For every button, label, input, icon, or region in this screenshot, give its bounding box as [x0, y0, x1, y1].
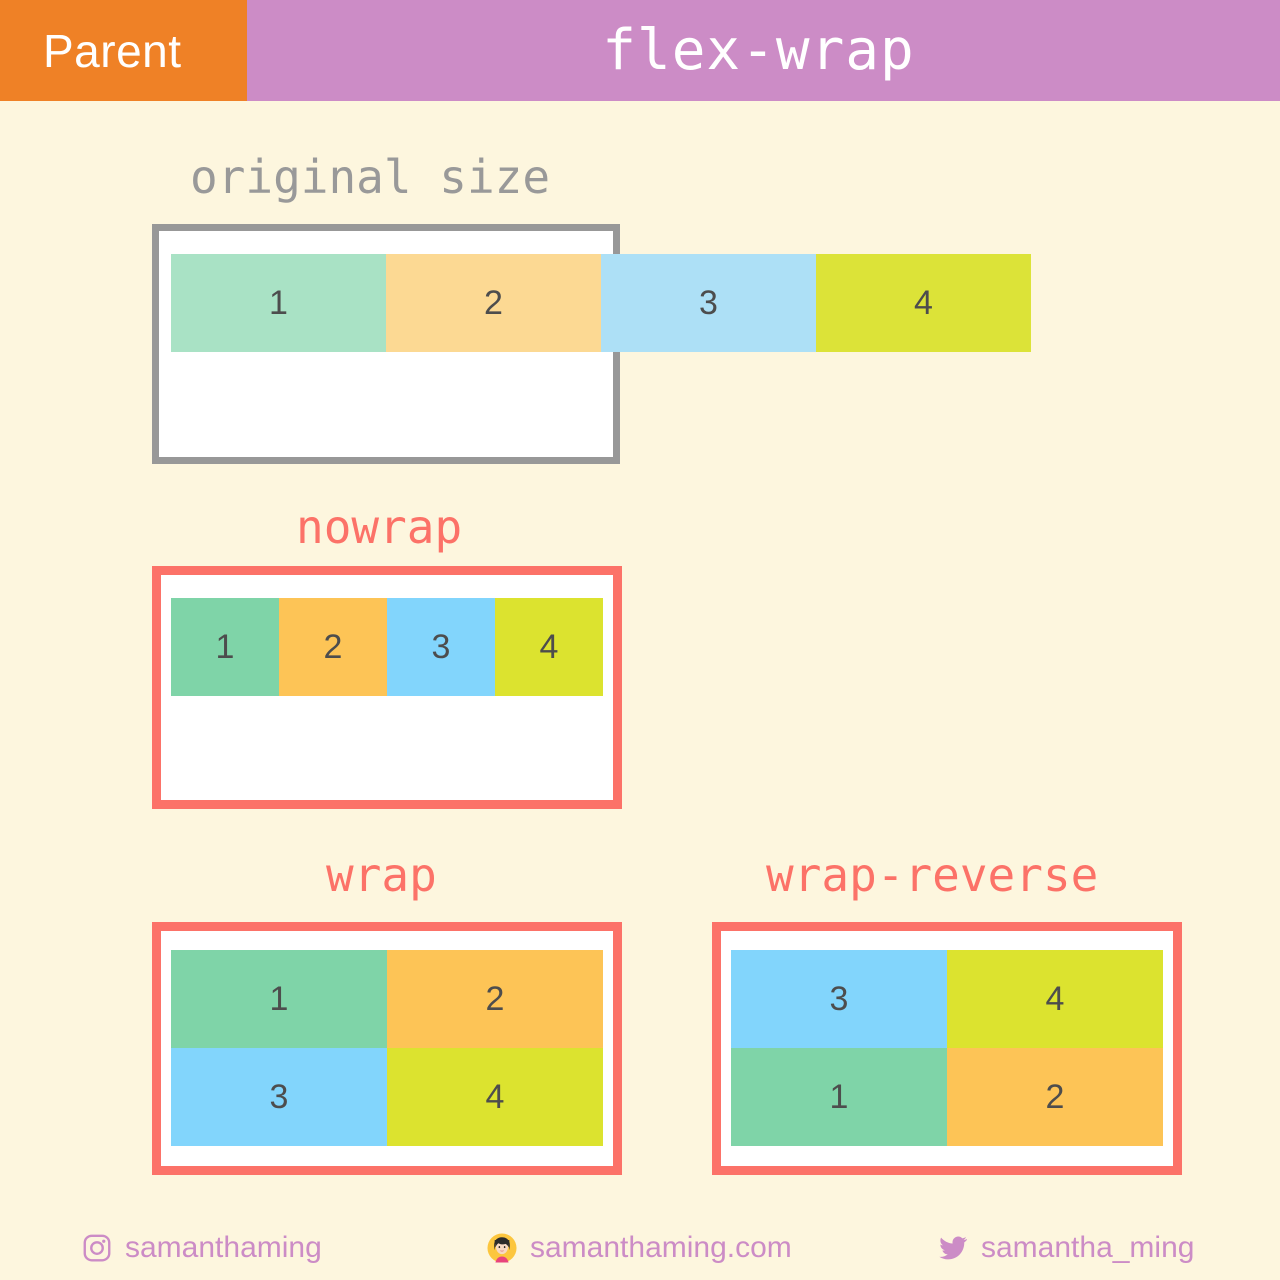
footer-instagram[interactable]: samanthaming — [82, 1231, 322, 1265]
wrap-items: 1 2 3 4 — [171, 950, 603, 1146]
flex-item-label: 2 — [323, 627, 343, 666]
flex-item-label: 2 — [485, 979, 505, 1018]
avatar-icon — [487, 1233, 517, 1263]
page-header: Parent flex-wrap — [0, 0, 1280, 101]
flex-item-label: 1 — [269, 979, 289, 1018]
flex-item-label: 3 — [829, 979, 849, 1018]
page-title: flex-wrap — [602, 18, 915, 83]
flex-item: 1 — [171, 950, 387, 1048]
original-size-items: 1 2 3 4 — [171, 254, 1031, 352]
flex-item-label: 4 — [539, 627, 559, 666]
footer-website-handle: samanthaming.com — [530, 1231, 792, 1264]
flex-item: 2 — [279, 598, 387, 696]
flex-item: 1 — [171, 254, 386, 352]
flex-item: 4 — [495, 598, 603, 696]
wrap-reverse-items: 3 4 1 2 — [731, 950, 1163, 1146]
parent-badge: Parent — [0, 0, 247, 101]
footer-instagram-handle: samanthaming — [125, 1231, 322, 1264]
section-label-wrap: wrap — [326, 848, 437, 902]
section-label-wrap-reverse: wrap-reverse — [766, 848, 1099, 902]
footer-twitter-handle: samantha_ming — [981, 1231, 1195, 1264]
page-footer: samanthaming samanthaming.com samantha_m… — [0, 1216, 1280, 1280]
flex-item: 3 — [171, 1048, 387, 1146]
flex-item-label: 2 — [1045, 1077, 1065, 1116]
flex-item: 2 — [387, 950, 603, 1048]
footer-twitter[interactable]: samantha_ming — [938, 1231, 1194, 1265]
section-label-nowrap: nowrap — [296, 500, 463, 554]
parent-label: Parent — [43, 24, 182, 77]
flex-item-label: 3 — [269, 1077, 289, 1116]
footer-website[interactable]: samanthaming.com — [487, 1231, 792, 1265]
flex-item: 4 — [947, 950, 1163, 1048]
flex-item-label: 1 — [215, 627, 235, 666]
flex-item-label: 4 — [1045, 979, 1065, 1018]
instagram-icon — [83, 1234, 111, 1262]
flex-item: 2 — [947, 1048, 1163, 1146]
section-label-original-size: original size — [190, 150, 551, 204]
nowrap-items: 1 2 3 4 — [171, 598, 603, 696]
flex-item: 3 — [731, 950, 947, 1048]
flex-item-label: 4 — [485, 1077, 505, 1116]
flex-item-label: 3 — [431, 627, 451, 666]
flex-item-label: 4 — [914, 283, 933, 322]
flex-item: 3 — [387, 598, 495, 696]
flex-item-label: 2 — [484, 283, 503, 322]
flex-item-label: 1 — [829, 1077, 849, 1116]
flex-item: 4 — [387, 1048, 603, 1146]
flex-item: 1 — [171, 598, 279, 696]
flex-item-label: 1 — [269, 283, 288, 322]
title-bar: flex-wrap — [247, 0, 1280, 101]
flex-item: 4 — [816, 254, 1031, 352]
flex-item: 3 — [601, 254, 816, 352]
flex-item-label: 3 — [699, 283, 718, 322]
flex-item: 1 — [731, 1048, 947, 1146]
flex-item: 2 — [386, 254, 601, 352]
twitter-icon — [939, 1236, 968, 1260]
